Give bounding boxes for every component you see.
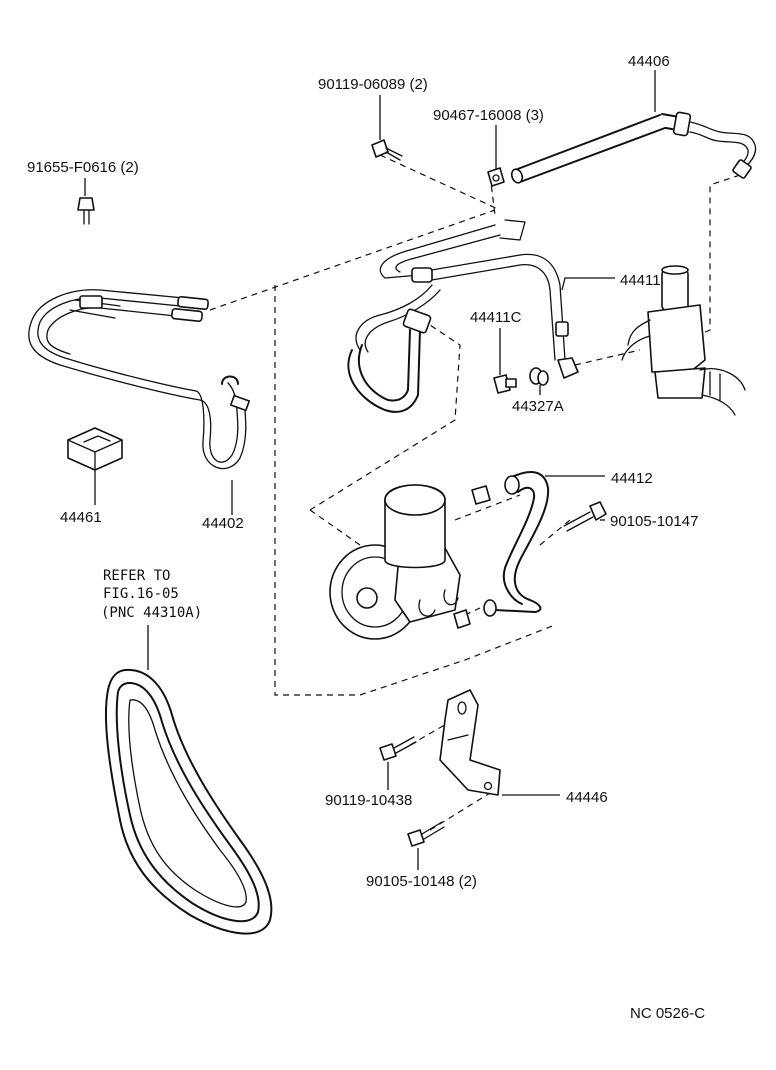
label-44327A: 44327A (512, 398, 564, 415)
label-91655-F0616: 91655-F0616 (2) (27, 159, 139, 176)
label-44461: 44461 (60, 509, 102, 526)
v-belt (104, 668, 273, 935)
label-figure-code: NC 0526-C (630, 1005, 705, 1022)
power-steering-pump (329, 484, 461, 640)
suction-hose-44412 (453, 471, 550, 629)
steering-gear-housing (621, 265, 746, 416)
bolt-90105-10148 (407, 821, 445, 847)
bolt-91655-F0616 (77, 197, 95, 225)
bolt-90105-10147 (563, 501, 607, 532)
gasket-44327A (529, 367, 549, 386)
label-44446: 44446 (566, 789, 608, 806)
bolt-90119-10438 (379, 736, 417, 761)
label-90105-10147: 90105-10147 (610, 513, 698, 530)
label-90119-10438: 90119-10438 (325, 792, 412, 809)
label-90105-10148: 90105-10148 (2) (366, 873, 477, 890)
bolt-90119-06089 (371, 139, 403, 161)
label-44411C: 44411C (470, 309, 522, 326)
label-44402: 44402 (202, 515, 244, 532)
leader-lines (84, 70, 656, 870)
bracket-44446 (439, 689, 501, 796)
pressure-hose-44406 (510, 111, 757, 184)
label-90467-16008: 90467-16008 (3) (433, 107, 544, 124)
return-hose-44411 (347, 219, 579, 413)
cushion-44461 (67, 427, 123, 471)
label-refer-line3: (PNC 44310A) (101, 605, 202, 621)
label-44406: 44406 (628, 53, 670, 70)
label-refer-line2: FIG.16-05 (103, 586, 179, 602)
union-bolt-44411C (493, 374, 517, 394)
label-44411: 44411 (620, 272, 661, 289)
tube-assembly-44402 (28, 289, 251, 470)
clamp-90467-16008 (487, 167, 505, 187)
part-labels: 44406 90119-06089 (2) 90467-16008 (3) 91… (27, 53, 705, 1022)
label-44412: 44412 (611, 470, 653, 487)
label-90119-06089: 90119-06089 (2) (318, 76, 428, 93)
label-refer-line1: REFER TO (103, 568, 170, 584)
